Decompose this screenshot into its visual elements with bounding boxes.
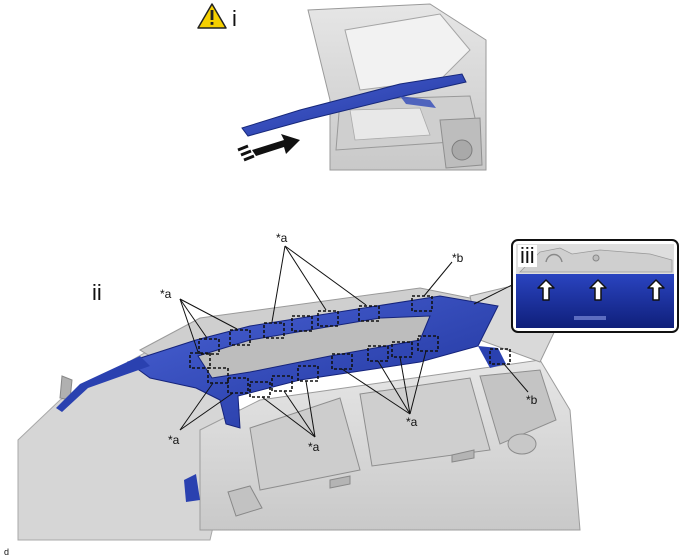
- illustration-code: d: [4, 547, 10, 557]
- callout-a-top: *a: [276, 231, 288, 245]
- view-ii-illustration: [17, 283, 581, 541]
- callout-a-bottom-right: *a: [406, 415, 418, 429]
- view-label-iii: iii: [518, 243, 537, 268]
- leader-lines: [179, 245, 529, 438]
- view-label-i: i: [232, 6, 237, 31]
- warning-triangle-icon: [197, 3, 227, 29]
- view-i-illustration: [241, 3, 487, 171]
- arrow-up-icon: [537, 279, 665, 301]
- callout-a-left: *a: [160, 287, 172, 301]
- arrow-right-icon: [237, 134, 300, 162]
- callout-a-bottom-left: *a: [168, 433, 180, 447]
- view-label-ii: ii: [92, 280, 102, 305]
- callout-a-bottom-center: *a: [308, 440, 320, 454]
- callout-b-top: *b: [452, 251, 464, 265]
- callout-b-right: *b: [526, 393, 538, 407]
